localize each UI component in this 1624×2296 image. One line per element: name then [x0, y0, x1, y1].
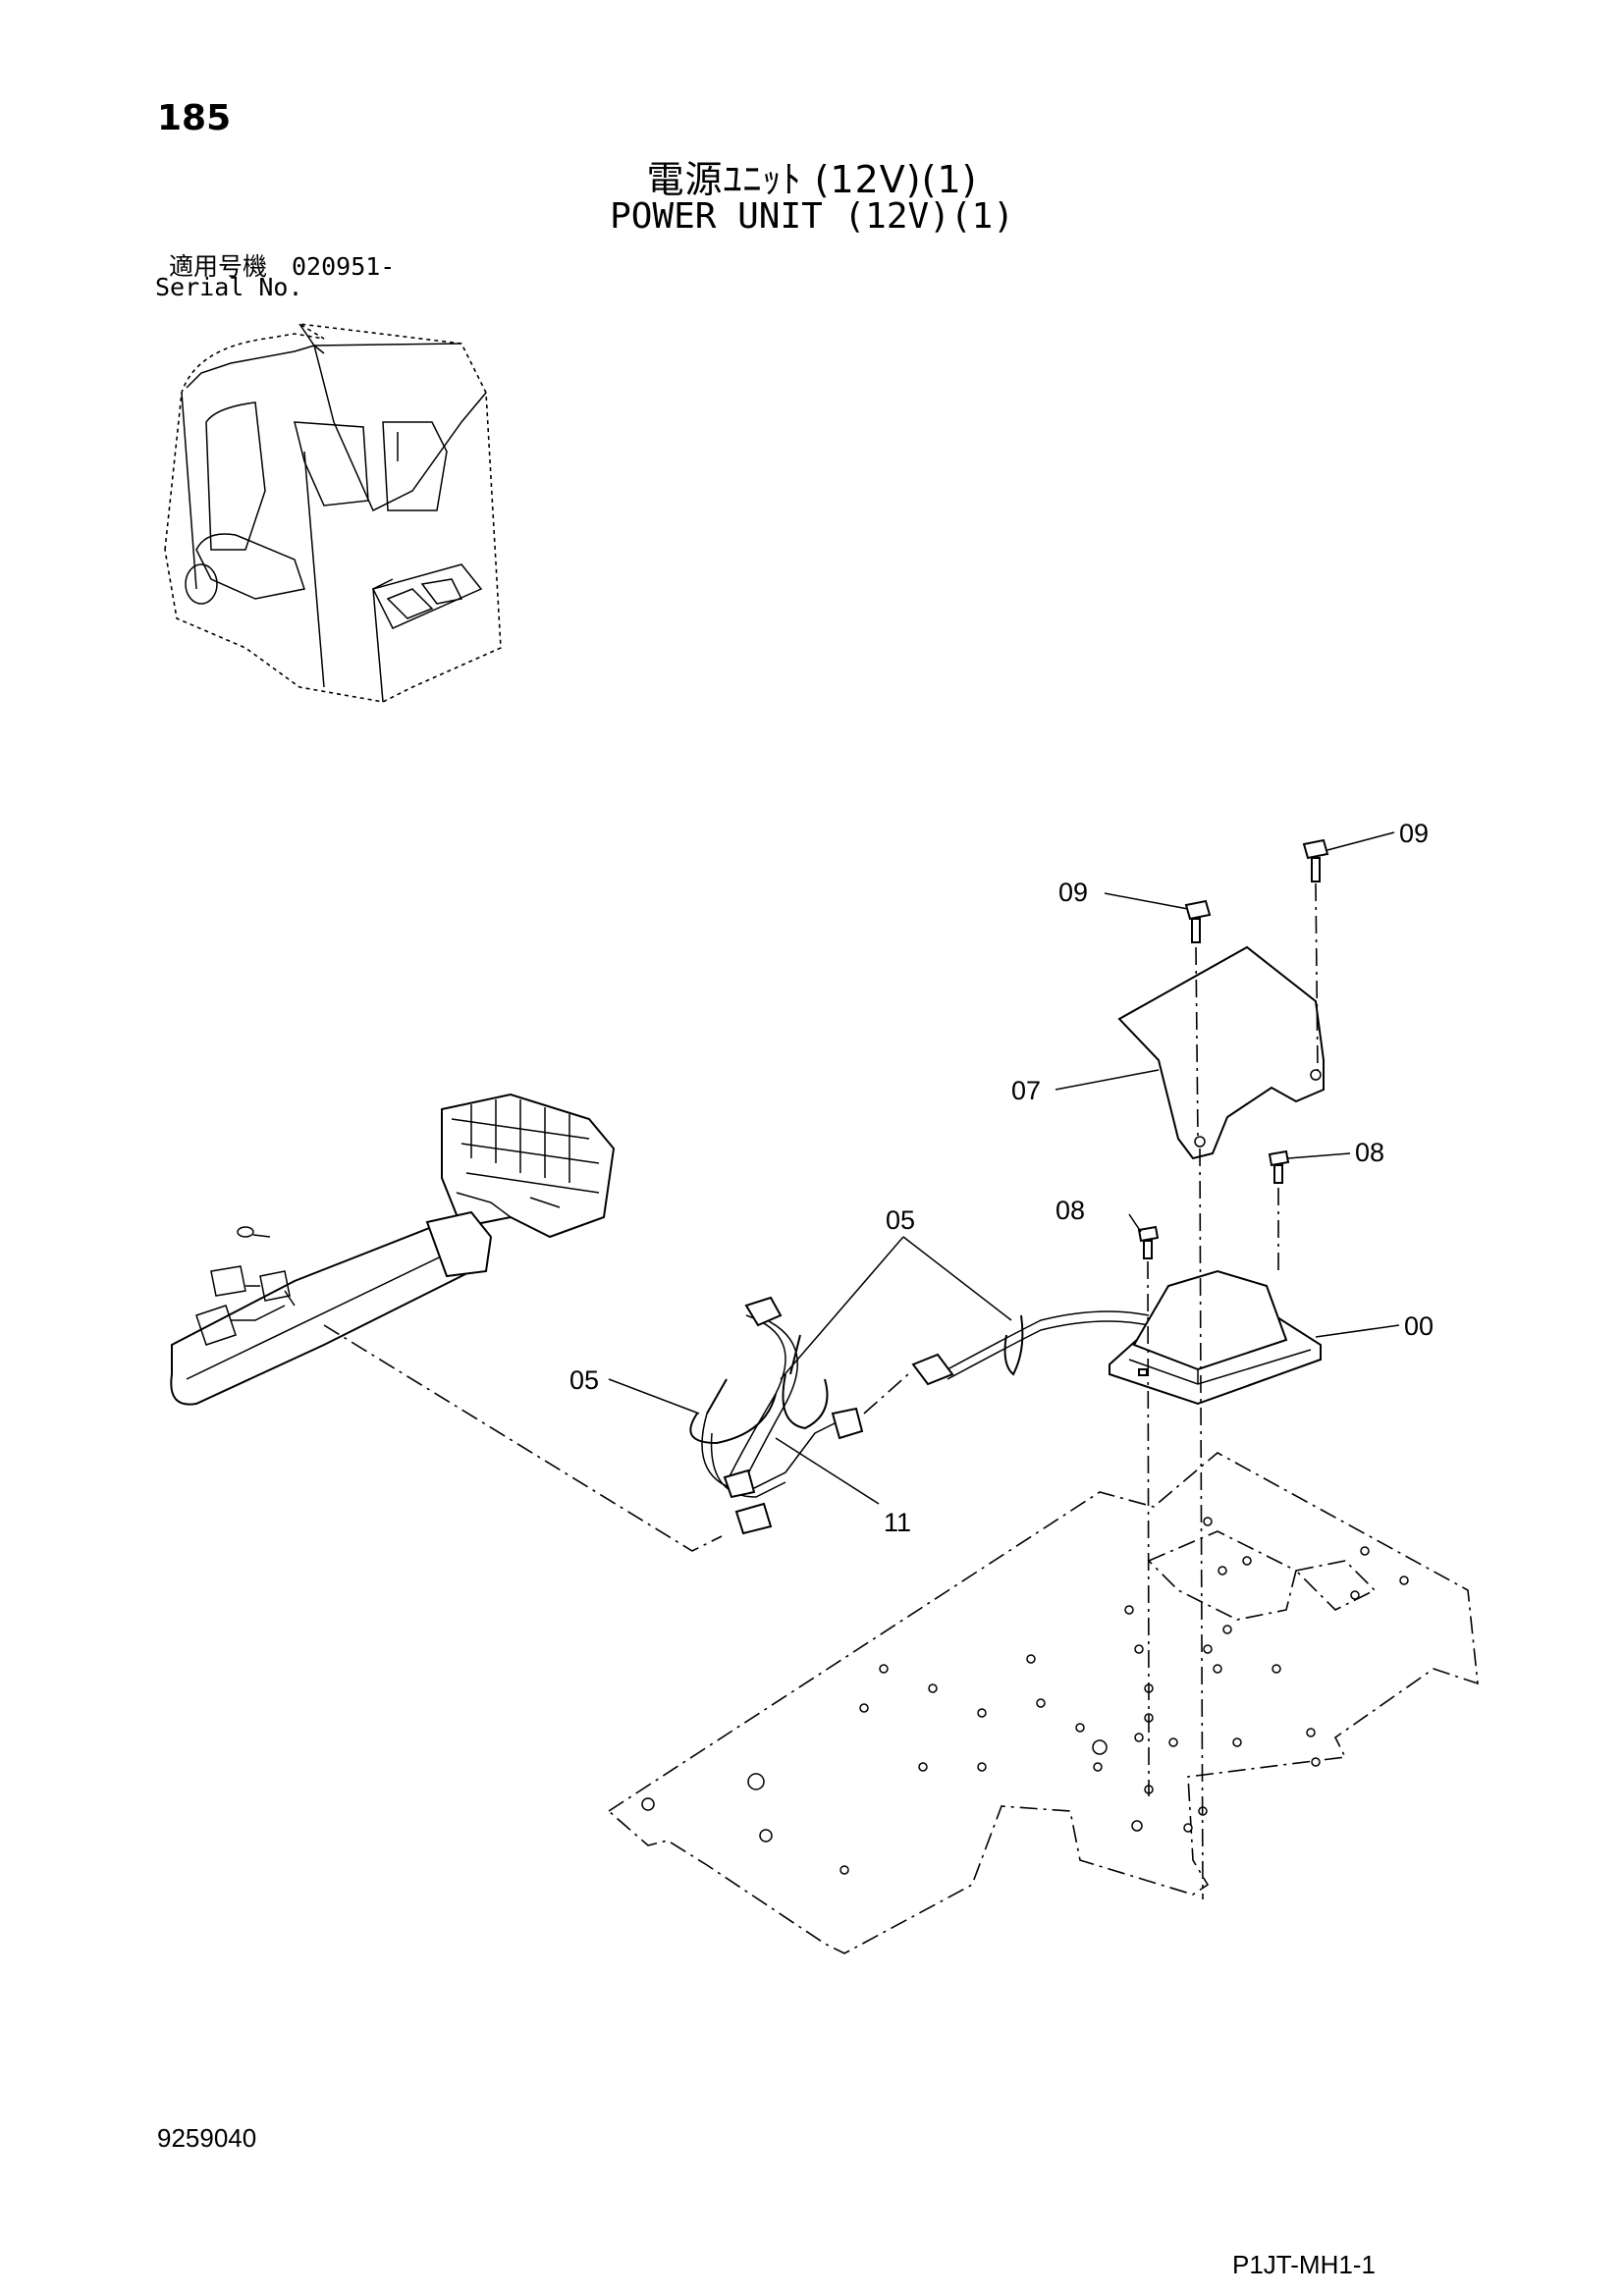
document-code: 9259040: [157, 2123, 257, 2153]
sheet-code: P1JT-MH1-1: [1232, 2250, 1376, 2279]
leader-lines: [608, 831, 1400, 1505]
title-japanese: 電源ﾕﾆｯﾄ (12V)(1): [646, 158, 978, 201]
power-unit-cable-drawing: [911, 1310, 1150, 1386]
callout-09-right: 09: [1399, 819, 1429, 848]
callout-11: 11: [884, 1508, 911, 1537]
harness-fuse-block-drawing: [170, 1093, 616, 1406]
serial-label-japanese: 適用号機 020951-: [169, 252, 396, 281]
callout-09-left: 09: [1058, 878, 1088, 907]
callout-05-top: 05: [886, 1205, 915, 1235]
callout-05-left: 05: [569, 1365, 599, 1395]
callout-08-right: 08: [1355, 1138, 1384, 1167]
serial-label-english: Serial No.: [155, 273, 303, 301]
wire-harness-drawing: [689, 1296, 864, 1535]
cover-plate-drawing: [1117, 945, 1325, 1160]
floor-plate-drawing: [607, 1452, 1479, 1954]
floor-plate-holes: [641, 1517, 1409, 1875]
callout-07: 07: [1011, 1076, 1041, 1105]
cab-overview-drawing: [164, 323, 502, 703]
bolts-drawing: [1137, 838, 1329, 1259]
callout-00: 00: [1404, 1311, 1434, 1341]
callout-08-left: 08: [1056, 1196, 1085, 1225]
page-number: 185: [157, 98, 232, 138]
alignment-lines: [323, 882, 1319, 1900]
power-unit-drawing: [1109, 1269, 1322, 1406]
title-english: POWER UNIT (12V)(1): [610, 196, 1014, 237]
